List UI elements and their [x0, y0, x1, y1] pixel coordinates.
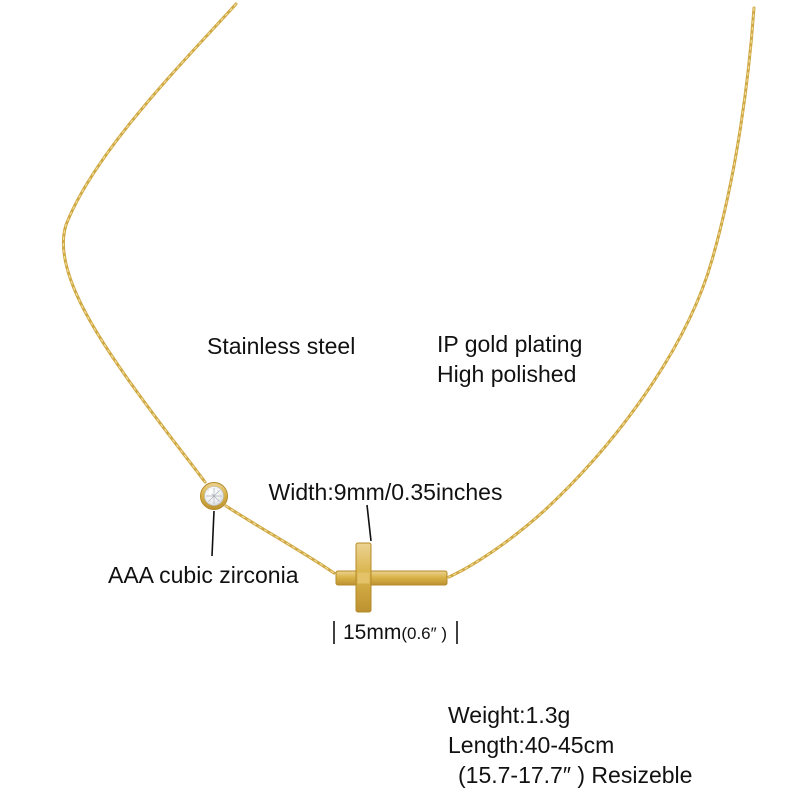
length-label: Length:40-45cm	[448, 732, 615, 758]
necklace-chain	[61, 2, 756, 579]
stone-label: AAA cubic zirconia	[108, 562, 299, 588]
pendant-size-label: 15mm(0.6″ )	[330, 620, 460, 647]
measurement-ticks	[333, 621, 458, 644]
plating-label-line2: High polished	[437, 361, 577, 387]
plating-label-line1: IP gold plating	[437, 331, 583, 357]
cross-pendant	[335, 542, 448, 613]
specs-block: Weight:1.3g Length:40-45cm (15.7-17.7″ )…	[448, 700, 692, 790]
material-label: Stainless steel	[207, 333, 356, 359]
resize-label: (15.7-17.7″ ) Resizeble	[458, 762, 693, 788]
weight-label: Weight:1.3g	[448, 702, 571, 728]
pendant-size-unit: (0.6″ )	[401, 624, 448, 643]
pendant-size-value: 15mm	[342, 621, 402, 644]
stone-pointer-line	[211, 510, 215, 557]
width-pointer-line	[366, 504, 372, 542]
width-label: Width:9mm/0.35inches	[268, 479, 503, 505]
zirconia-stone	[200, 482, 228, 510]
